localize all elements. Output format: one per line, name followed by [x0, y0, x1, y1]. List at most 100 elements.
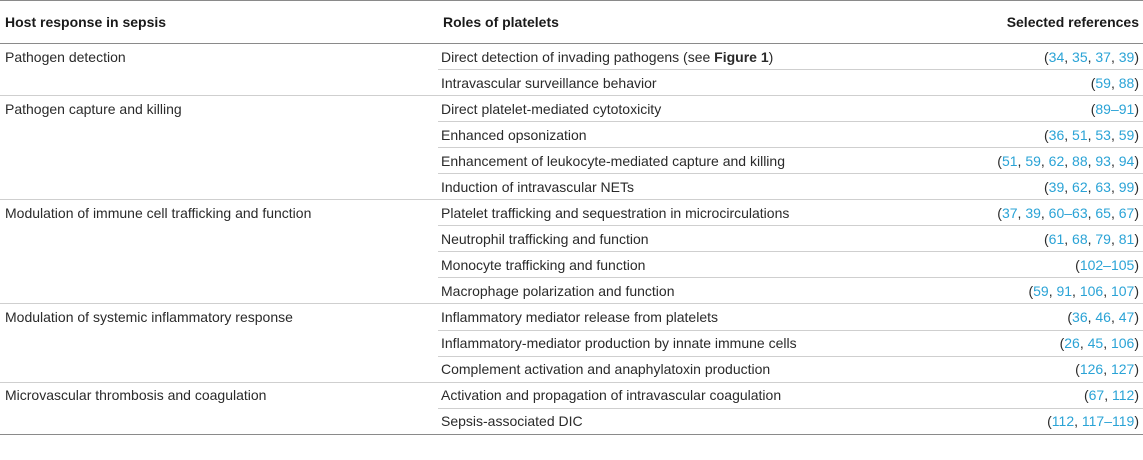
reference-link[interactable]: 53: [1095, 126, 1111, 143]
reference-link[interactable]: 106: [1079, 282, 1104, 299]
references-cell: (39, 62, 63, 99): [946, 173, 1143, 200]
reference-link[interactable]: 39: [1025, 204, 1041, 221]
reference-link[interactable]: 39: [1048, 178, 1065, 195]
references-cell: (102–105): [946, 251, 1143, 278]
references-cell: (67, 112): [946, 381, 1143, 409]
references-cell: (89–91): [946, 95, 1143, 122]
reference-link[interactable]: 68: [1072, 230, 1088, 247]
reference-link[interactable]: 60–63: [1048, 204, 1088, 221]
role-text-tail: ): [768, 48, 774, 65]
platelet-role-cell: Macrophage polarization and function: [438, 277, 946, 304]
role-text: Sepsis-associated DIC: [441, 413, 583, 430]
reference-link[interactable]: 93: [1095, 152, 1111, 169]
reference-link[interactable]: 89–91: [1095, 100, 1135, 117]
table-row: Macrophage polarization and function(59,…: [0, 277, 1143, 304]
role-text: Induction of intravascular NETs: [441, 178, 634, 195]
reference-link[interactable]: 39: [1118, 48, 1135, 65]
role-text: Neutrophil trafficking and function: [441, 230, 649, 247]
host-response-cell: [0, 70, 438, 96]
references-cell: (26, 45, 106): [946, 329, 1143, 357]
table-row: Sepsis-associated DIC(112, 117–119): [0, 407, 1143, 435]
references-cell: (51, 59, 62, 88, 93, 94): [946, 147, 1143, 174]
host-response-cell: Modulation of systemic inflammatory resp…: [0, 303, 438, 331]
reference-link[interactable]: 126: [1079, 361, 1104, 378]
reference-link[interactable]: 65: [1095, 204, 1111, 221]
reference-link[interactable]: 59: [1118, 126, 1135, 143]
reference-link[interactable]: 112: [1112, 387, 1135, 404]
reference-link[interactable]: 35: [1072, 48, 1088, 65]
platelet-role-cell: Enhancement of leukocyte-mediated captur…: [438, 147, 946, 174]
reference-link[interactable]: 102–105: [1079, 256, 1135, 273]
role-text: Inflammatory mediator release from plate…: [441, 308, 718, 325]
reference-link[interactable]: 107: [1110, 282, 1135, 299]
host-response-cell: [0, 278, 438, 304]
table-row: Enhancement of leukocyte-mediated captur…: [0, 147, 1143, 174]
host-response-cell: Pathogen detection: [5, 48, 126, 65]
table-row: Complement activation and anaphylatoxin …: [0, 355, 1143, 383]
reference-link[interactable]: 81: [1118, 230, 1135, 247]
references-cell: (61, 68, 79, 81): [946, 225, 1143, 252]
figure-link[interactable]: Figure 1: [714, 48, 769, 65]
reference-link[interactable]: 63: [1095, 178, 1111, 195]
table-row: Enhanced opsonization(36, 51, 53, 59): [0, 121, 1143, 148]
platelet-role-cell: Complement activation and anaphylatoxin …: [438, 355, 946, 383]
reference-link[interactable]: 79: [1095, 230, 1111, 247]
reference-link[interactable]: 51: [1001, 152, 1018, 169]
reference-link[interactable]: 47: [1118, 308, 1135, 325]
reference-link[interactable]: 46: [1095, 308, 1111, 325]
references-cell: (59, 91, 106, 107): [946, 277, 1143, 304]
table-row: Inflammatory-mediator production by inna…: [0, 329, 1143, 357]
role-text: Direct platelet-mediated cytotoxicity: [441, 100, 662, 117]
reference-link[interactable]: 59: [1033, 282, 1049, 299]
table-row: Intravascular surveillance behavior(59, …: [0, 69, 1143, 96]
table-row: Microvascular thrombosis and coagulation…: [0, 381, 1143, 409]
reference-link[interactable]: 112: [1051, 413, 1075, 430]
role-text: Inflammatory-mediator production by inna…: [441, 335, 797, 352]
host-response-cell: Modulation of immune cell trafficking an…: [0, 199, 438, 226]
reference-link[interactable]: 62: [1072, 178, 1088, 195]
reference-link[interactable]: 59: [1025, 152, 1041, 169]
reference-link[interactable]: 61: [1048, 230, 1065, 247]
platelet-role-cell: Monocyte trafficking and function: [438, 251, 946, 278]
platelet-role-cell: Induction of intravascular NETs: [438, 173, 946, 200]
platelet-role-cell: Sepsis-associated DIC: [438, 407, 946, 435]
reference-link[interactable]: 67: [1088, 387, 1105, 404]
reference-link[interactable]: 88: [1118, 74, 1135, 91]
table-row: Modulation of immune cell trafficking an…: [0, 199, 1143, 226]
reference-link[interactable]: 37: [1001, 204, 1018, 221]
platelet-role-cell: Intravascular surveillance behavior: [438, 69, 946, 96]
references-cell: (36, 46, 47): [946, 303, 1143, 331]
role-text: Monocyte trafficking and function: [441, 256, 646, 273]
host-response-cell: Pathogen capture and killing: [0, 95, 438, 122]
reference-link[interactable]: 91: [1056, 282, 1073, 299]
reference-link[interactable]: 34: [1048, 48, 1065, 65]
platelet-role-cell: Inflammatory-mediator production by inna…: [438, 329, 946, 357]
table-row: Induction of intravascular NETs (39, 62, …: [0, 173, 1143, 200]
reference-link[interactable]: 59: [1095, 74, 1111, 91]
table-header: Host response in sepsis Roles of platele…: [0, 0, 1143, 44]
references-cell: (34, 35, 37, 39): [1044, 48, 1139, 65]
reference-link[interactable]: 127: [1110, 361, 1135, 378]
table-row: Neutrophil trafficking and function (61, …: [0, 225, 1143, 252]
reference-link[interactable]: 117–119: [1081, 413, 1135, 430]
reference-link[interactable]: 51: [1072, 126, 1088, 143]
reference-link[interactable]: 106: [1110, 335, 1135, 352]
reference-link[interactable]: 99: [1118, 178, 1135, 195]
references-cell: (36, 51, 53, 59): [946, 121, 1143, 148]
reference-link[interactable]: 37: [1095, 48, 1111, 65]
reference-link[interactable]: 94: [1118, 152, 1135, 169]
reference-link[interactable]: 36: [1048, 126, 1065, 143]
reference-link[interactable]: 36: [1072, 308, 1088, 325]
header-host-response: Host response in sepsis: [0, 0, 438, 44]
platelet-role-cell: Platelet trafficking and sequestration i…: [438, 199, 946, 226]
role-text: Enhancement of leukocyte-mediated captur…: [441, 152, 785, 169]
reference-link[interactable]: 88: [1072, 152, 1088, 169]
references-cell: (126, 127): [946, 355, 1143, 383]
reference-link[interactable]: 26: [1064, 335, 1080, 352]
reference-link[interactable]: 45: [1087, 335, 1104, 352]
reference-link[interactable]: 62: [1048, 152, 1065, 169]
reference-link[interactable]: 67: [1118, 204, 1135, 221]
